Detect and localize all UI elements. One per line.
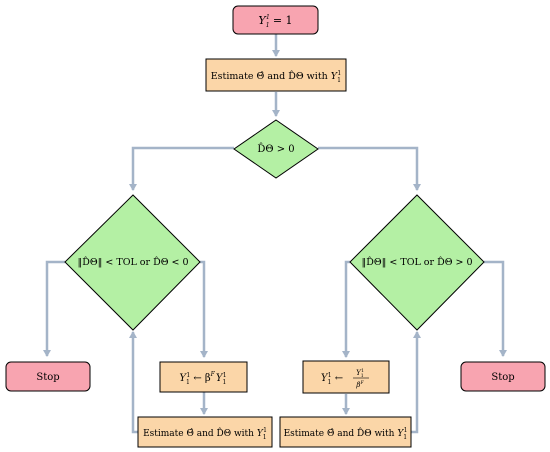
arrow-decision-to-right [318,146,421,191]
svg-text:‖D̂Θ‖ < TOL or D̂Θ > 0: ‖D̂Θ‖ < TOL or D̂Θ > 0 [361,256,472,268]
svg-text:Stop: Stop [491,372,514,383]
arrow-left-loop-back [129,331,138,434]
estimate-right-node: Estimate Θ̂ and D̂Θ with Y11 [279,416,412,448]
decision-main-node: D̂Θ > 0 [233,119,319,179]
svg-text:Stop: Stop [36,372,59,383]
decision-left-node: ‖D̂Θ‖ < TOL or D̂Θ < 0 [64,194,201,331]
svg-text:Estimate Θ̂ and D̂Θ with Y11: Estimate Θ̂ and D̂Θ with Y11 [211,70,341,84]
svg-text:Y11 ← βFY11: Y11 ← βFY11 [179,371,226,386]
svg-text:Estimate Θ̂ and D̂Θ with Y11: Estimate Θ̂ and D̂Θ with Y11 [143,427,267,441]
svg-text:βF: βF [355,380,364,389]
svg-text:Y11 ←: Y11 ← [321,372,343,386]
update-left-node: Y11 ← βFY11 [159,361,248,393]
update-right-node: Y11 ← Y11 βF [302,360,390,394]
arrow-decision-to-left [129,146,234,191]
svg-text:‖D̂Θ‖ < TOL or D̂Θ < 0: ‖D̂Θ‖ < TOL or D̂Θ < 0 [77,256,188,268]
arrow-right-diamond-to-stop [484,260,507,357]
decision-right-node: ‖D̂Θ‖ < TOL or D̂Θ > 0 [349,194,485,331]
svg-text:Y11: Y11 [356,368,364,379]
svg-text:D̂Θ > 0: D̂Θ > 0 [257,143,294,155]
connectors [43,34,507,434]
arrow-left-diamond-to-stop [43,260,65,357]
arrow-right-loop-back [411,331,421,434]
estimate-node: Estimate Θ̂ and D̂Θ with Y11 [205,58,347,92]
stop-right-node: Stop [460,361,546,392]
arrow-right-diamond-to-update [342,260,350,358]
start-node: Y11= 1 [232,5,319,35]
svg-text:Y11= 1: Y11= 1 [258,14,292,29]
svg-text:Estimate Θ̂ and D̂Θ with Y11: Estimate Θ̂ and D̂Θ with Y11 [284,427,408,441]
arrow-left-diamond-to-update [200,260,208,358]
stop-left-node: Stop [5,361,91,392]
estimate-left-node: Estimate Θ̂ and D̂Θ with Y11 [137,416,273,448]
